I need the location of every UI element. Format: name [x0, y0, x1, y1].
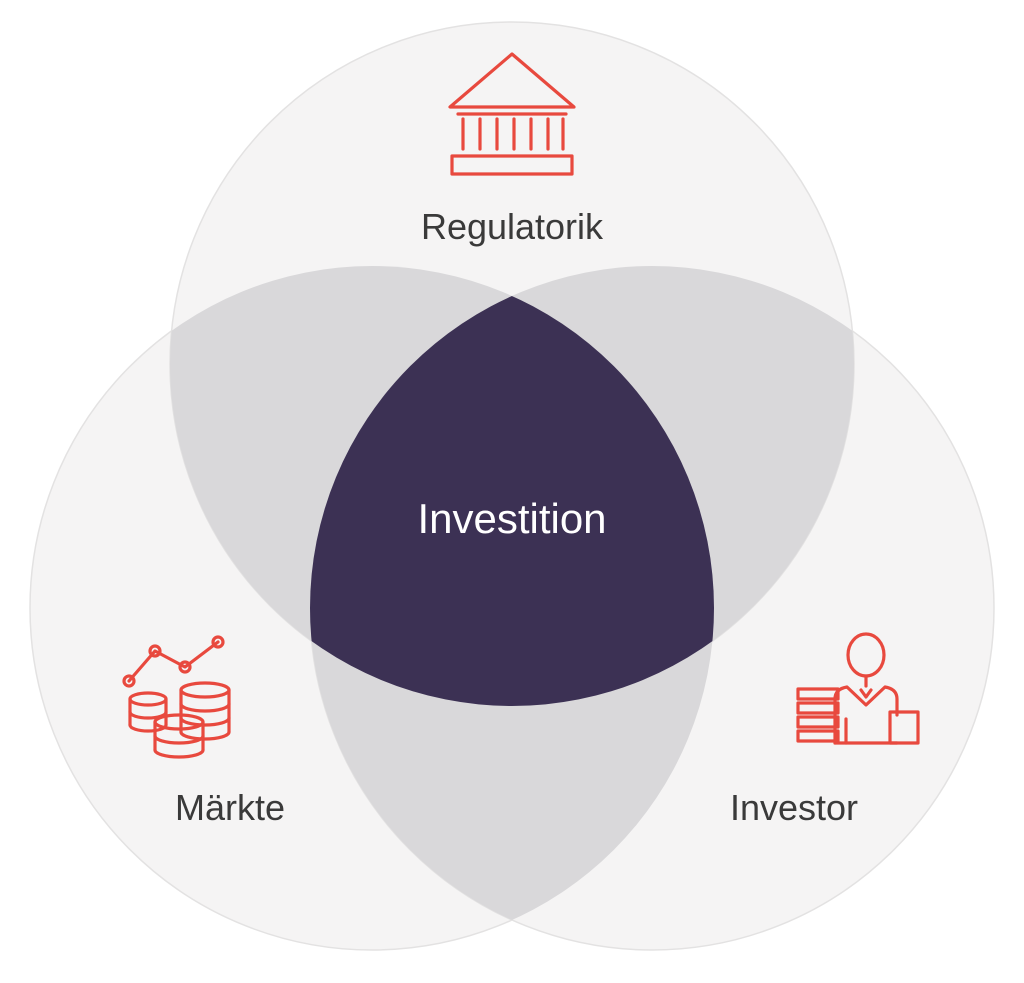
label-investor: Investor	[730, 787, 858, 828]
label-investition: Investition	[417, 495, 606, 542]
center-intersection	[310, 266, 714, 706]
coins-chart-icon	[122, 635, 231, 759]
bank-building-icon	[448, 52, 576, 176]
label-markte: Märkte	[175, 787, 285, 828]
label-regulatorik: Regulatorik	[421, 206, 604, 247]
investor-money-icon	[796, 632, 920, 745]
